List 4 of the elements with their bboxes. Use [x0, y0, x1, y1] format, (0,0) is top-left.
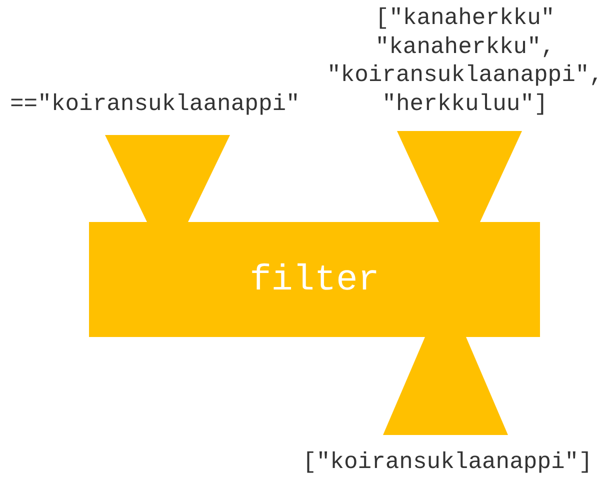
filter-condition-text: ["koiransuklaanappi"] — [302, 448, 594, 476]
filter-condition-text: ["kanaherkku" "kanaherkku", "koiransuklaanappi", "herkkuluu"] — [326, 4, 604, 118]
filter-condition-text: =="koiransuklaanappi" — [10, 90, 301, 118]
filter-label: filter — [248, 259, 380, 300]
